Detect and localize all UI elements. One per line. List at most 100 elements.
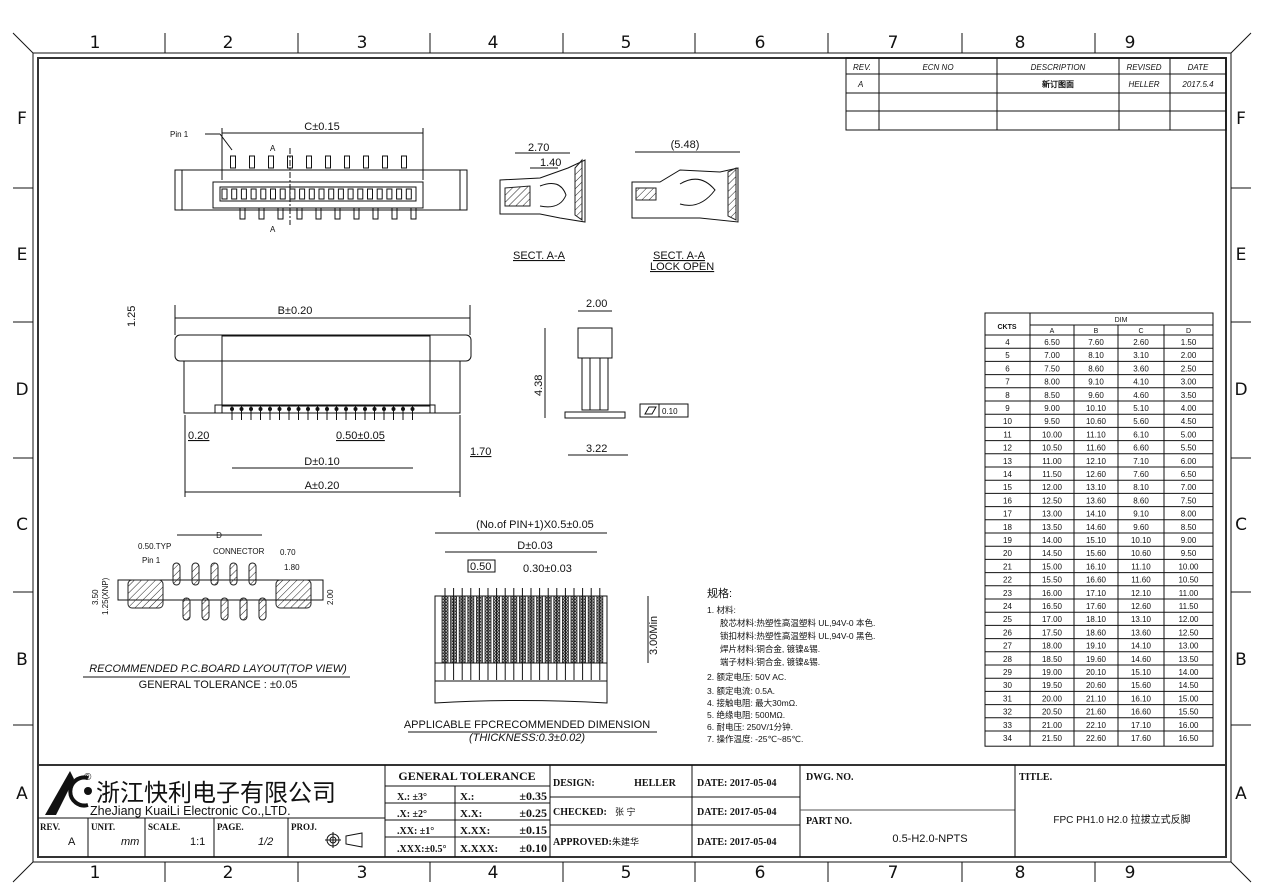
pcb-180-label: 1.80 (284, 563, 300, 572)
dim-cell: 15.50 (1042, 576, 1063, 585)
title-value: FPC PH1.0 H2.0 拉拔立式反脚 (1053, 813, 1190, 826)
dim-cell: 8.10 (1088, 351, 1104, 360)
design-value: HELLER (634, 778, 676, 789)
title-label: TITLE. (1019, 772, 1053, 783)
ckts-cell: 25 (1003, 615, 1012, 624)
contact-pin (357, 188, 364, 200)
pin1-label: Pin 1 (170, 130, 189, 139)
dim-cell: 12.50 (1042, 496, 1063, 505)
dim-cell: 21.00 (1042, 721, 1063, 730)
dim-cell: 10.50 (1178, 576, 1199, 585)
dim-cell: 5.10 (1133, 404, 1149, 413)
pcb-350-label: 3.50 (91, 589, 100, 605)
dim-cell: 11.50 (1042, 470, 1062, 479)
dim-cell: 8.00 (1044, 378, 1060, 387)
dim-cell: 9.10 (1133, 510, 1149, 519)
description-header: DESCRIPTION (1031, 63, 1086, 72)
zone-row-right: D (1234, 380, 1247, 400)
contact-pin (405, 188, 412, 200)
ckts-cell: 19 (1003, 536, 1012, 545)
dim-cell: 9.60 (1133, 523, 1149, 532)
dim-column-header: A (1050, 328, 1055, 335)
bottom-pin (391, 207, 398, 220)
dim-cell: 4.10 (1133, 378, 1149, 387)
zone-column-top: 3 (357, 33, 368, 53)
dim-cell: 19.00 (1042, 668, 1063, 677)
lock-section-label: SECT. A-A (653, 250, 706, 262)
dim-cell: 17.10 (1086, 589, 1107, 598)
flatness-callout (639, 403, 689, 418)
zone-column-top: 1 (90, 33, 101, 53)
dim-cell: 8.50 (1044, 391, 1060, 400)
front-pin-head (287, 407, 291, 411)
contact-pin (279, 188, 286, 200)
pcb-200-label: 2.00 (326, 589, 335, 605)
ckts-cell: 5 (1005, 351, 1010, 360)
checked-value: 张 宁 (615, 806, 636, 817)
front-pin-head (401, 407, 405, 411)
dim-cell: 19.50 (1042, 681, 1063, 690)
fpc-overall-dim: (No.of PIN+1)X0.5±0.05 (476, 519, 594, 531)
ckts-cell: 21 (1003, 562, 1012, 571)
ckts-cell: 32 (1003, 708, 1012, 717)
dim-cell: 16.60 (1131, 708, 1152, 717)
spec-line: 端子材料:铜合金, 镀镍&锡. (720, 657, 820, 667)
flatness-value: 0.10 (662, 407, 678, 416)
ckts-cell: 14 (1003, 470, 1012, 479)
dim-cell: 21.50 (1042, 734, 1063, 743)
dim-cell: 16.10 (1086, 562, 1107, 571)
right-1.70-dimension: 1.70 (470, 446, 491, 458)
spec-line: 胶芯材料:热塑性高温塑料 UL,94V-0 本色. (720, 618, 875, 628)
dim-cell: 11.00 (1179, 589, 1199, 598)
zone-column-bottom: 5 (621, 863, 632, 883)
bottom-pin (315, 207, 322, 220)
dim-cell: 11.10 (1131, 562, 1151, 571)
top-pin (401, 155, 407, 169)
linear-tolerance-label: X.X: (460, 808, 482, 820)
dim-cell: 7.10 (1133, 457, 1149, 466)
top-pin (306, 155, 312, 169)
revised-value: HELLER (1128, 80, 1159, 89)
dim-cell: 13.60 (1086, 496, 1107, 505)
dim-cell: 5.60 (1133, 417, 1149, 426)
angular-tolerance: X.: ±3° (397, 792, 427, 803)
part-no-label: PART NO. (806, 816, 852, 827)
dim-cell: 8.00 (1181, 510, 1197, 519)
ckts-cell: 27 (1003, 642, 1012, 651)
bottom-pin (277, 207, 284, 220)
linear-tolerance-value: ±0.25 (519, 806, 547, 820)
pcb-pad-bottom (220, 597, 229, 621)
dim-cell: 11.10 (1086, 430, 1106, 439)
pcb-125-label: 1.25(XNP) (101, 577, 110, 615)
dim-cell: 1.50 (1181, 338, 1197, 347)
dim-cell: 9.50 (1044, 417, 1060, 426)
contact-pin (299, 188, 306, 200)
dim-cell: 16.50 (1042, 602, 1063, 611)
linear-tolerance-label: X.XX: (460, 825, 490, 837)
top-pin (268, 155, 274, 169)
section-a-a-view: 2.70 1.40 SECT. A-A (499, 142, 586, 262)
contact-pin (289, 188, 296, 200)
pcb-pad-top (191, 562, 200, 586)
front-pin-head (258, 407, 263, 411)
dim-cell: 10.60 (1131, 549, 1152, 558)
connector-top-view: C±0.15 Pin 1 A A (170, 121, 468, 234)
dim-cell: 11.00 (1042, 457, 1062, 466)
fpc-thickness: (THICKNESS:0.3±0.02) (469, 732, 585, 744)
ckts-cell: 12 (1003, 444, 1012, 453)
bottom-pin (353, 207, 360, 220)
zone-column-top: 7 (888, 33, 899, 53)
linear-tolerance-label: X.XXX: (460, 843, 498, 855)
dim-cell: 12.10 (1086, 457, 1107, 466)
dim-cell: 12.50 (1178, 628, 1199, 637)
zone-row-left: F (17, 109, 27, 129)
dim-cell: 21.60 (1086, 708, 1107, 717)
contact-pin (367, 188, 373, 200)
dim-cell: 14.50 (1178, 681, 1199, 690)
dim-cell: 15.60 (1086, 549, 1107, 558)
front-pin-head (277, 407, 282, 411)
ckts-cell: 15 (1003, 483, 1012, 492)
dim-cell: 9.50 (1181, 549, 1197, 558)
revised-header: REVISED (1126, 63, 1161, 72)
